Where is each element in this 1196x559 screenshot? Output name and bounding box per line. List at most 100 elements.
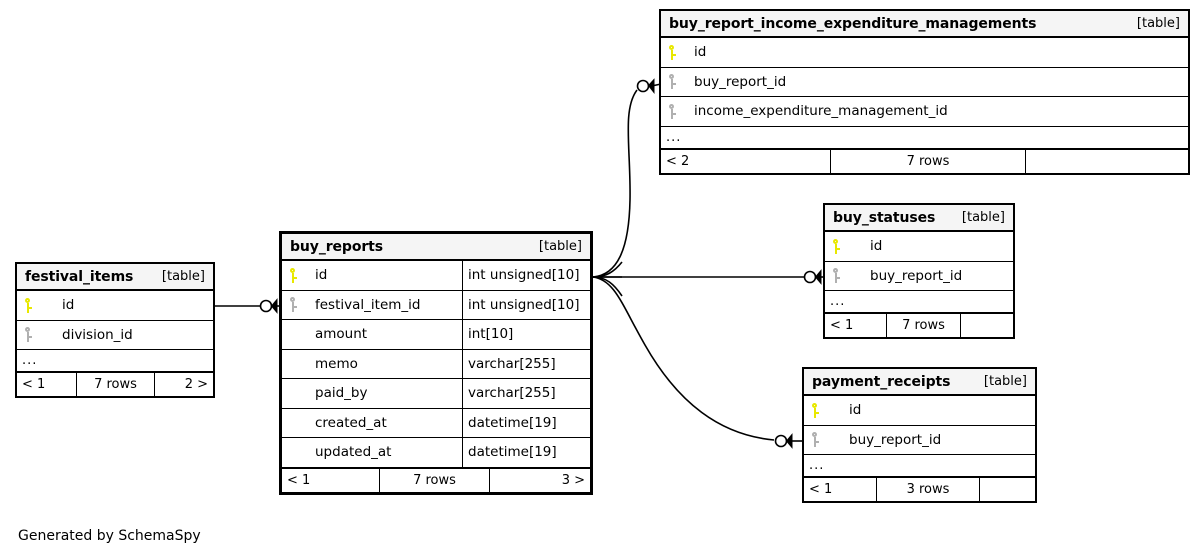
foreign-key-icon — [289, 297, 309, 313]
column-type: int[10] — [462, 320, 590, 349]
footer-children-count[interactable]: 3 > — [561, 472, 585, 488]
table-row[interactable]: created_at datetime[19] — [282, 408, 590, 438]
edge-festival-items-to-buy-reports — [215, 298, 281, 314]
footer-parents-count[interactable]: < 1 — [804, 478, 877, 501]
table-festival-items[interactable]: festival_items [table] id division_id ..… — [15, 262, 215, 398]
more-columns-ellipsis: ... — [804, 455, 1035, 477]
table-kind-label: [table] — [161, 269, 205, 284]
primary-key-icon — [811, 402, 831, 418]
table-row[interactable]: division_id — [17, 321, 213, 350]
primary-key-icon — [289, 267, 309, 283]
table-row[interactable]: buy_report_id — [661, 68, 1188, 97]
table-header: payment_receipts [table] — [804, 369, 1035, 396]
column-cell: id — [661, 38, 1188, 67]
edge-buy-reports-to-buy-statuses — [593, 269, 824, 285]
column-name: festival_item_id — [315, 296, 421, 313]
footer-row-count: 7 rows — [887, 314, 961, 337]
column-cell: id — [825, 232, 1013, 261]
table-kind-label: [table] — [983, 374, 1027, 389]
table-row[interactable]: memo varchar[255] — [282, 349, 590, 379]
footer-children-count[interactable] — [961, 314, 1013, 337]
table-footer: < 1 7 rows — [825, 313, 1013, 337]
table-kind-label: [table] — [961, 210, 1005, 225]
table-title: buy_reports — [290, 238, 383, 255]
table-footer: < 1 7 rows 2 > — [17, 372, 213, 396]
column-cell: buy_report_id — [825, 262, 1013, 291]
table-footer: < 1 7 rows 3 > — [282, 467, 590, 492]
column-name: id — [849, 402, 862, 419]
column-cell: paid_by — [282, 379, 462, 408]
table-row[interactable]: amount int[10] — [282, 320, 590, 350]
column-cell: buy_report_id — [661, 68, 1188, 97]
table-footer: < 1 3 rows — [804, 477, 1035, 501]
column-cell: festival_item_id — [282, 291, 462, 320]
table-row[interactable]: id — [825, 232, 1013, 262]
column-name: buy_report_id — [849, 431, 942, 448]
table-payment-receipts[interactable]: payment_receipts [table] id buy_report_i… — [802, 367, 1037, 503]
table-row[interactable]: id int unsigned[10] — [282, 261, 590, 291]
table-row[interactable]: id — [661, 38, 1188, 68]
column-name: division_id — [62, 326, 133, 343]
column-cell: id — [804, 396, 1035, 425]
column-name: buy_report_id — [870, 267, 963, 284]
more-columns-ellipsis: ... — [661, 127, 1188, 149]
footer-parents-count[interactable]: < 2 — [661, 149, 831, 173]
column-type: datetime[19] — [462, 438, 590, 467]
column-type: varchar[255] — [462, 349, 590, 378]
column-cell: amount — [282, 320, 462, 349]
column-cell: created_at — [282, 409, 462, 438]
crowsfoot-buy-reports-id — [592, 261, 623, 297]
column-name: updated_at — [315, 444, 392, 461]
generated-by-credit: Generated by SchemaSpy — [18, 528, 201, 544]
footer-children-count[interactable] — [980, 478, 1035, 501]
primary-key-icon — [668, 44, 688, 60]
table-kind-label: [table] — [538, 239, 582, 254]
foreign-key-icon — [668, 74, 688, 90]
column-name: buy_report_id — [694, 73, 787, 90]
column-cell: division_id — [17, 321, 213, 350]
table-buy-statuses[interactable]: buy_statuses [table] id buy_report_id ..… — [823, 203, 1015, 339]
table-buy-reports[interactable]: buy_reports [table] id int unsigned[10] … — [279, 231, 593, 495]
table-row[interactable]: paid_by varchar[255] — [282, 379, 590, 409]
column-name: id — [62, 297, 75, 314]
table-title: buy_statuses — [833, 209, 936, 226]
more-columns-ellipsis: ... — [17, 350, 213, 372]
footer-children-count[interactable]: 2 > — [184, 377, 208, 392]
table-kind-label: [table] — [1136, 16, 1180, 31]
column-name: id — [315, 267, 328, 284]
footer-parents-count[interactable]: < 1 — [17, 373, 77, 396]
table-row[interactable]: id — [17, 291, 213, 321]
footer-row-count: 7 rows — [380, 468, 490, 492]
column-cell: updated_at — [282, 438, 462, 467]
column-cell: buy_report_id — [804, 426, 1035, 455]
footer-row-count: 7 rows — [77, 373, 155, 396]
primary-key-icon — [24, 297, 44, 313]
table-header: buy_report_income_expenditure_management… — [661, 11, 1188, 38]
foreign-key-icon — [811, 432, 831, 448]
edge-buy-reports-to-income-expenditure-managements — [592, 78, 662, 278]
table-row[interactable]: income_expenditure_management_id — [661, 97, 1188, 127]
table-footer: < 2 7 rows — [661, 148, 1188, 173]
foreign-key-icon — [832, 268, 852, 284]
column-type: int unsigned[10] — [462, 290, 590, 319]
table-title: buy_report_income_expenditure_management… — [669, 15, 1037, 32]
foreign-key-icon — [24, 327, 44, 343]
table-row[interactable]: id — [804, 396, 1035, 426]
column-type: int unsigned[10] — [462, 261, 590, 290]
table-row[interactable]: buy_report_id — [825, 262, 1013, 291]
footer-parents-count[interactable]: < 1 — [282, 468, 380, 492]
table-header: festival_items [table] — [17, 264, 213, 291]
table-row[interactable]: festival_item_id int unsigned[10] — [282, 290, 590, 320]
column-cell: memo — [282, 350, 462, 379]
table-row[interactable]: buy_report_id — [804, 426, 1035, 455]
footer-parents-count[interactable]: < 1 — [825, 314, 887, 337]
table-header: buy_reports [table] — [282, 234, 590, 261]
table-title: festival_items — [25, 268, 134, 285]
primary-key-icon — [832, 238, 852, 254]
table-row[interactable]: updated_at datetime[19] — [282, 438, 590, 468]
column-name: id — [870, 238, 883, 255]
column-cell: income_expenditure_management_id — [661, 97, 1188, 126]
table-buy-report-income-expenditure-managements[interactable]: buy_report_income_expenditure_management… — [659, 9, 1190, 175]
footer-children-count[interactable] — [1026, 150, 1188, 173]
column-type: datetime[19] — [462, 408, 590, 437]
